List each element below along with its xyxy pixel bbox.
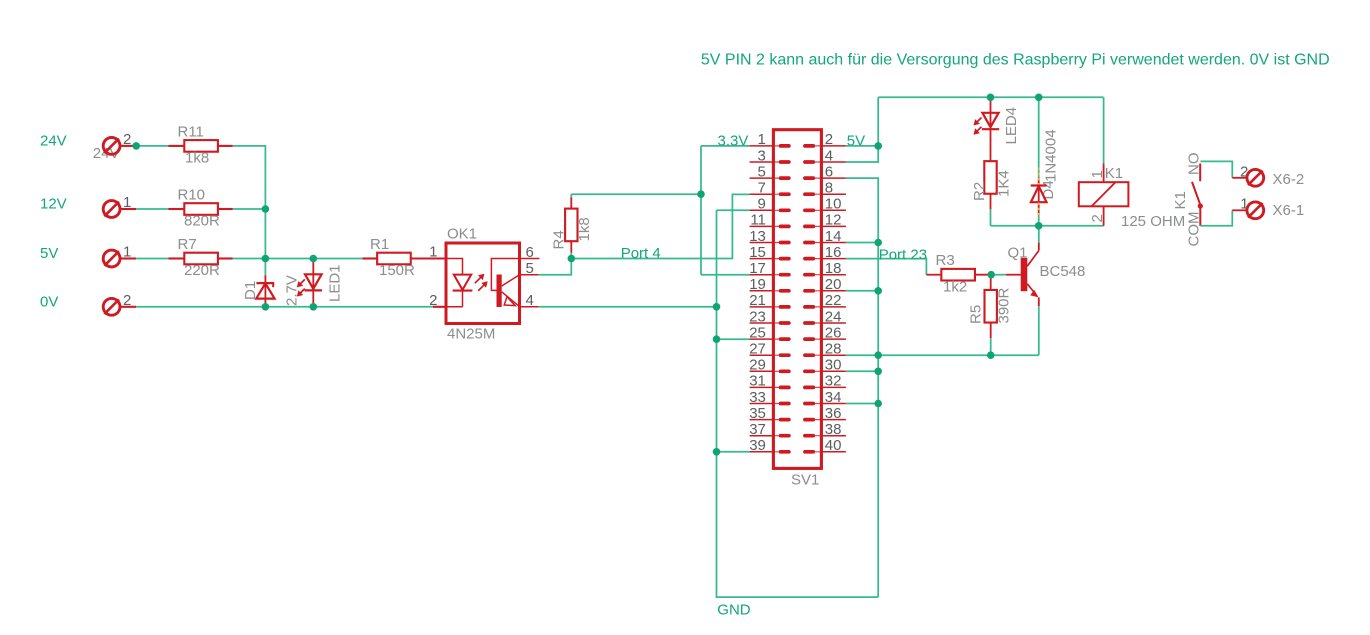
svg-text:24V: 24V [40, 132, 67, 149]
svg-text:6: 6 [825, 163, 833, 180]
svg-text:X6-2: X6-2 [1273, 171, 1305, 188]
svg-text:9: 9 [758, 196, 766, 213]
svg-text:5V PIN 2 kann auch für die Ver: 5V PIN 2 kann auch für die Versorgung de… [701, 52, 1330, 69]
svg-text:18: 18 [825, 260, 842, 277]
svg-text:19: 19 [749, 276, 766, 293]
svg-text:SV1: SV1 [791, 472, 819, 489]
svg-text:820R: 820R [184, 213, 220, 230]
svg-text:20: 20 [825, 276, 842, 293]
svg-text:34: 34 [825, 389, 842, 406]
svg-text:Q1: Q1 [1008, 244, 1028, 261]
svg-text:5: 5 [526, 260, 534, 277]
svg-text:LED4: LED4 [1003, 107, 1020, 145]
svg-text:D1: D1 [242, 281, 259, 300]
svg-text:24: 24 [825, 308, 842, 325]
svg-text:R5: R5 [967, 305, 984, 324]
svg-text:R10: R10 [178, 186, 206, 203]
svg-text:27: 27 [749, 341, 766, 358]
svg-text:35: 35 [749, 405, 766, 422]
svg-text:21: 21 [749, 292, 766, 309]
svg-text:1: 1 [123, 194, 131, 211]
svg-text:17: 17 [749, 260, 766, 277]
svg-text:Port 4: Port 4 [621, 245, 661, 262]
svg-text:11: 11 [750, 212, 766, 229]
svg-text:25: 25 [749, 324, 766, 341]
svg-text:8: 8 [825, 180, 833, 197]
svg-text:29: 29 [749, 357, 766, 374]
svg-text:R11: R11 [178, 123, 204, 140]
svg-text:5V: 5V [40, 245, 58, 262]
svg-text:R4: R4 [550, 230, 567, 249]
svg-text:2.7V: 2.7V [283, 275, 300, 306]
svg-text:2: 2 [825, 131, 833, 148]
svg-text:38: 38 [825, 421, 842, 438]
svg-text:1: 1 [1240, 195, 1248, 212]
svg-text:4: 4 [526, 292, 534, 309]
svg-text:7: 7 [758, 180, 766, 197]
svg-text:4N25M: 4N25M [447, 326, 495, 343]
svg-text:150R: 150R [379, 262, 415, 279]
svg-text:GND: GND [717, 601, 751, 618]
svg-text:0V: 0V [40, 293, 58, 310]
svg-text:30: 30 [825, 357, 842, 374]
svg-text:12V: 12V [40, 196, 67, 213]
svg-text:1: 1 [123, 244, 131, 261]
svg-text:14: 14 [825, 228, 842, 245]
svg-text:10: 10 [825, 196, 842, 213]
svg-text:1k2: 1k2 [943, 278, 967, 295]
svg-text:390R: 390R [996, 287, 1013, 323]
svg-text:R2: R2 [971, 182, 988, 201]
svg-text:5V: 5V [847, 132, 865, 149]
svg-text:1: 1 [1089, 170, 1106, 178]
svg-text:1: 1 [429, 244, 437, 261]
svg-text:26: 26 [825, 324, 842, 341]
svg-text:4: 4 [825, 147, 833, 164]
svg-text:R1: R1 [370, 236, 389, 253]
svg-text:K1: K1 [1105, 165, 1123, 182]
svg-text:BC548: BC548 [1040, 263, 1086, 280]
svg-text:R3: R3 [936, 252, 955, 269]
svg-text:31: 31 [749, 373, 766, 390]
svg-text:16: 16 [825, 244, 842, 261]
svg-text:37: 37 [749, 421, 766, 438]
svg-text:33: 33 [749, 389, 766, 406]
svg-text:1: 1 [758, 131, 766, 148]
svg-text:K1: K1 [1172, 191, 1189, 209]
svg-text:3.3V: 3.3V [718, 132, 749, 149]
svg-text:125 OHM: 125 OHM [1121, 213, 1185, 230]
svg-text:R7: R7 [178, 236, 197, 253]
svg-text:32: 32 [825, 373, 842, 390]
svg-text:22: 22 [825, 292, 842, 309]
svg-text:28: 28 [825, 341, 842, 358]
svg-text:39: 39 [749, 437, 766, 454]
svg-text:3: 3 [758, 147, 766, 164]
svg-text:1K4: 1K4 [996, 170, 1013, 197]
svg-text:13: 13 [749, 228, 766, 245]
svg-text:NO: NO [1186, 153, 1203, 176]
svg-text:5: 5 [758, 163, 766, 180]
svg-text:15: 15 [749, 244, 766, 261]
svg-text:2: 2 [429, 292, 437, 309]
svg-text:1k8: 1k8 [185, 150, 209, 167]
svg-text:2: 2 [1240, 163, 1248, 180]
svg-text:Port 23: Port 23 [879, 246, 927, 263]
svg-text:X6-1: X6-1 [1273, 202, 1305, 219]
svg-text:1N4004: 1N4004 [1043, 129, 1060, 182]
svg-text:2: 2 [1089, 214, 1106, 222]
svg-text:6: 6 [526, 244, 534, 261]
svg-text:LED1: LED1 [327, 264, 344, 302]
svg-text:2: 2 [123, 131, 131, 148]
svg-text:12: 12 [825, 212, 842, 229]
svg-text:2: 2 [123, 292, 131, 309]
svg-text:1k8: 1k8 [576, 217, 593, 241]
svg-text:36: 36 [825, 405, 842, 422]
svg-text:23: 23 [749, 308, 766, 325]
svg-text:COM: COM [1186, 212, 1203, 247]
svg-text:220R: 220R [184, 262, 220, 279]
svg-text:OK1: OK1 [447, 226, 477, 243]
svg-text:40: 40 [825, 437, 842, 454]
